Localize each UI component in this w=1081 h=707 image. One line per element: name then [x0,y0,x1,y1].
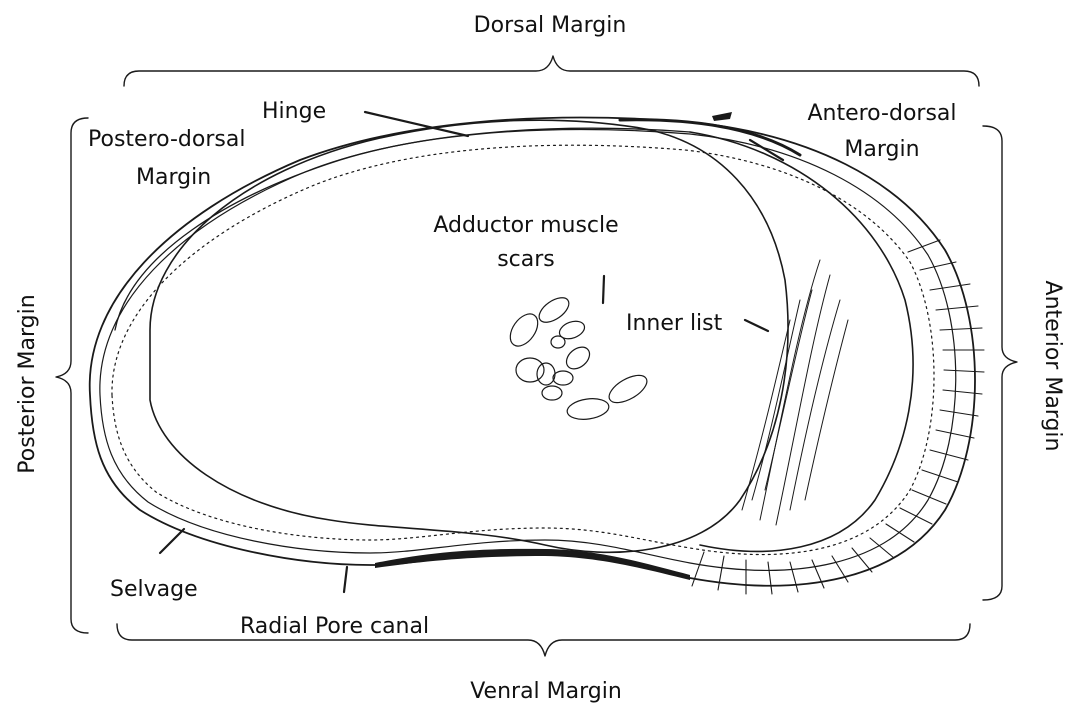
muscle-scar [605,370,651,408]
inner-body-outline [150,120,788,552]
ventral-margin-label: Venral Margin [470,679,622,704]
adductor-leader [603,276,604,303]
muscle-scar [542,386,562,400]
hinge-label: Hinge [262,99,326,124]
antero-dorsal-label-line1: Antero-dorsal [807,101,956,126]
selvage-label: Selvage [110,577,198,602]
leader-lines [160,112,783,592]
inner-list-leader [745,320,768,331]
dorsal-mark [712,112,732,121]
adductor-label-line2: scars [497,247,555,272]
shell [90,112,975,586]
posterior-margin-label: Posterior Margin [15,294,40,473]
dorsal-margin-label: Dorsal Margin [474,13,627,38]
posterior-margin-bracket [56,118,88,633]
anterior-margin-bracket [983,126,1017,600]
muscle-scar [566,396,610,422]
outer-shell-outline [90,118,975,586]
muscle-scar [516,358,544,382]
antero-dorsal-label-line2: Margin [844,137,919,162]
radial-pore-canals [692,240,984,594]
inner-list-striations [742,260,848,525]
muscle-scar [537,363,555,385]
muscle-scar [505,309,544,351]
anterior-margin-label: Anterior Margin [1040,281,1065,452]
muscle-scar [535,293,573,327]
postero-dorsal-label-line2: Margin [136,165,211,190]
muscle-scar [553,371,573,385]
dorsal-margin-bracket [124,56,979,86]
muscle-scar [557,318,587,342]
selvage-leader [160,529,184,553]
inner-list-label: Inner list [626,311,723,336]
postero-dorsal-label-line1: Postero-dorsal [88,127,245,152]
radial-pore-canal-leader [344,567,347,592]
radial-pore-canal-label: Radial Pore canal [240,614,429,639]
muscle-scar [562,343,593,374]
adductor-label-line1: Adductor muscle [433,213,618,238]
muscle-scar [551,336,565,348]
inner-list-line [690,132,913,551]
